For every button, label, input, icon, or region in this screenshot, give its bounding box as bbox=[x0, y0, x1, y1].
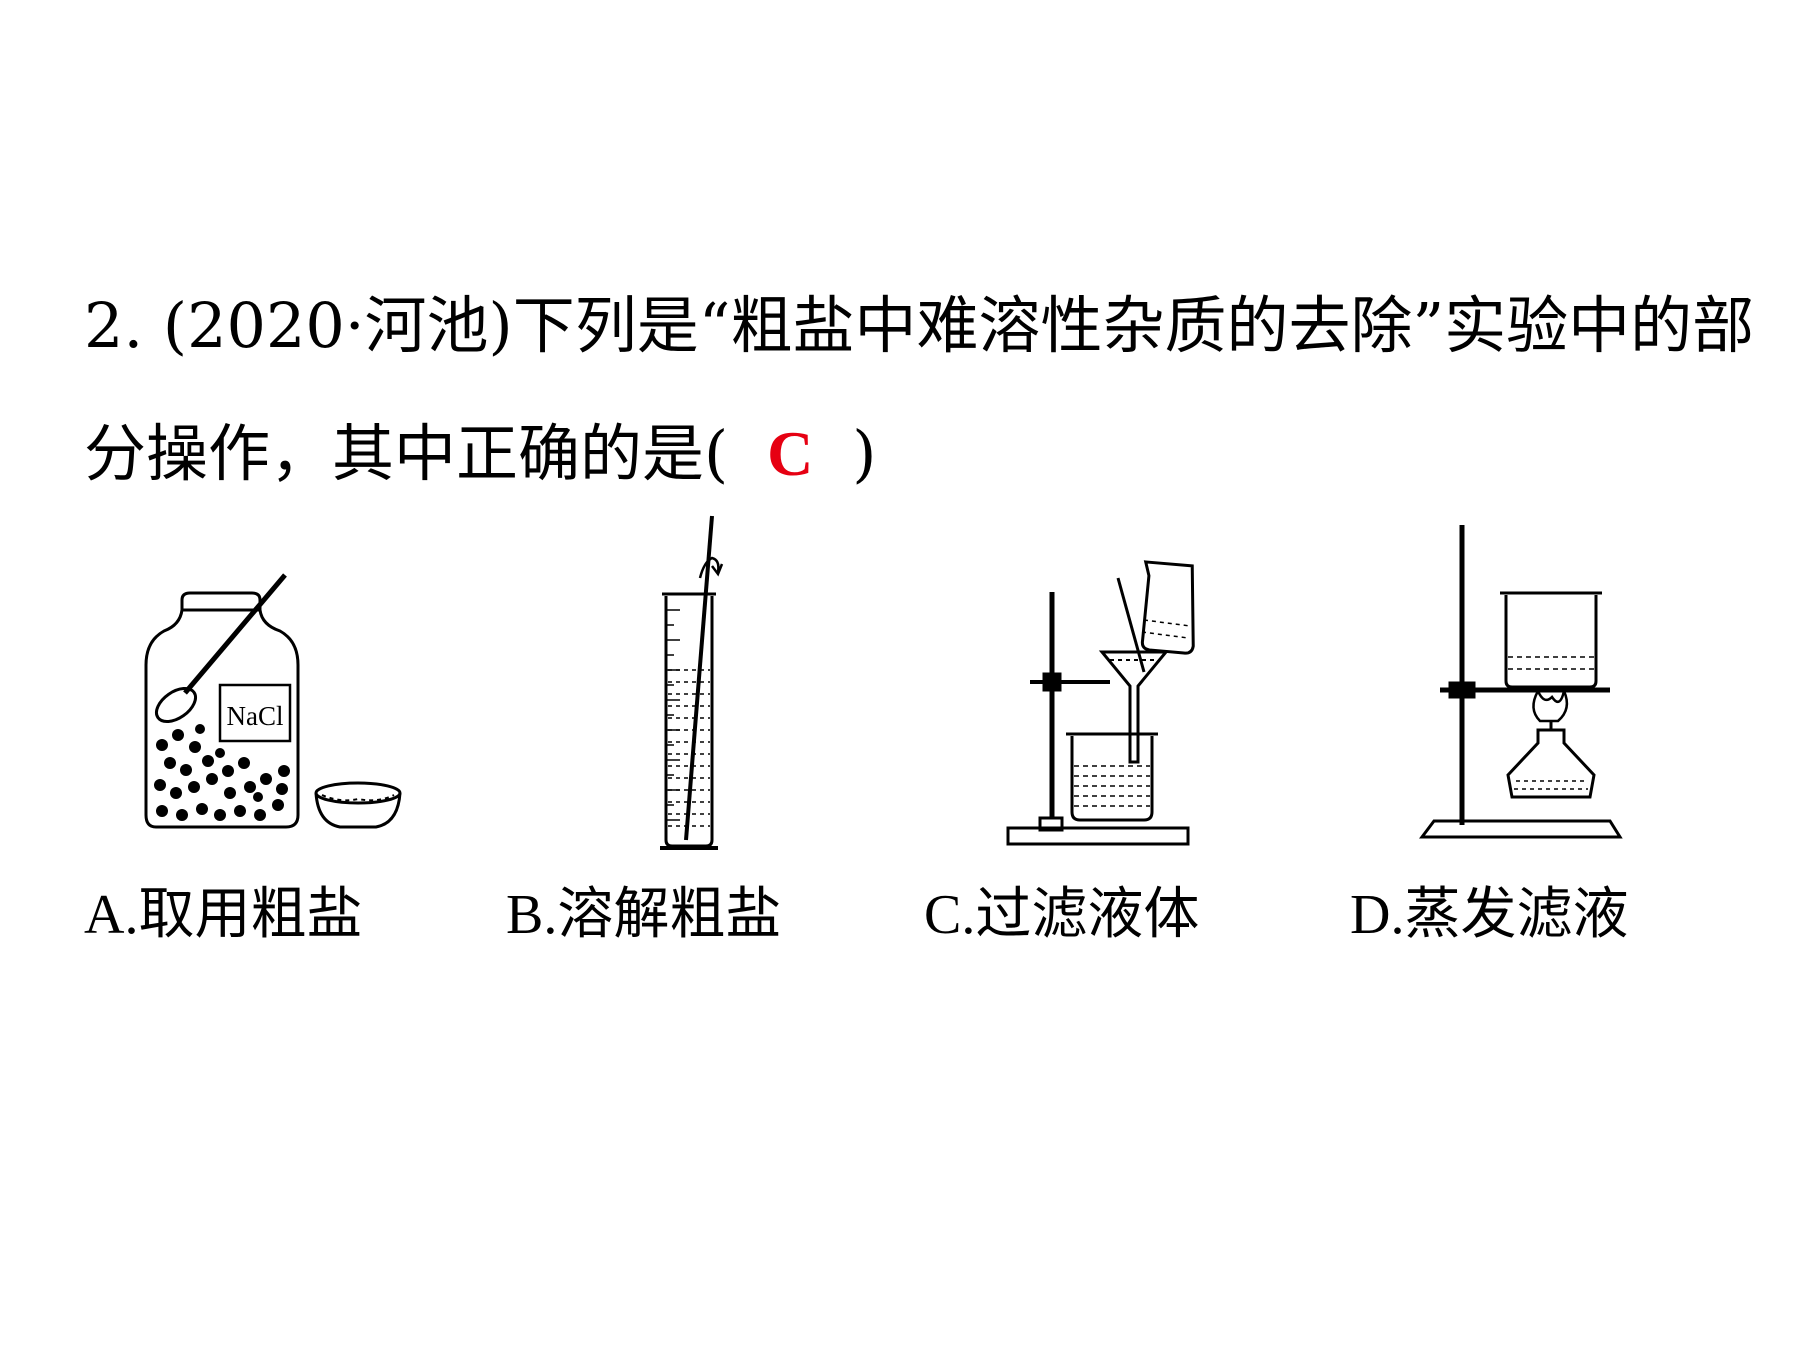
lamp-liquid bbox=[1514, 780, 1588, 790]
option-d-letter: D. bbox=[1350, 884, 1405, 946]
stand-base bbox=[1419, 819, 1623, 839]
option-b-caption: B.溶解粗盐 bbox=[506, 880, 781, 950]
jar-body bbox=[144, 591, 300, 829]
option-b-text: 溶解粗盐 bbox=[557, 882, 782, 947]
figure-a-take-salt: NaCl bbox=[140, 565, 420, 845]
figure-d-evaporate-filtrate bbox=[1419, 525, 1640, 845]
option-d-text: 蒸发滤液 bbox=[1404, 882, 1629, 947]
evaporation-illustration bbox=[1419, 525, 1623, 839]
funnel bbox=[1098, 650, 1170, 764]
question-text: 下列是“粗盐中难溶性杂质的去除”实验中的部分操作，其中正确的是( bbox=[84, 289, 1755, 490]
alcohol-lamp bbox=[1506, 728, 1596, 799]
receiving-beaker bbox=[1070, 736, 1154, 822]
question-stem: 2. (2020·河池)下列是“粗盐中难溶性杂质的去除”实验中的部分操作，其中正… bbox=[84, 262, 1764, 518]
beaker bbox=[1504, 595, 1598, 689]
option-c-letter: C. bbox=[924, 884, 976, 946]
figure-c-filter-liquid bbox=[1000, 560, 1200, 860]
stirring-rod bbox=[684, 515, 714, 841]
salt-grains bbox=[154, 724, 290, 821]
beaker-liquid bbox=[1508, 656, 1594, 670]
figure-b-dissolve-salt bbox=[640, 510, 760, 850]
option-a-letter: A. bbox=[84, 884, 139, 946]
jar-label-box bbox=[218, 683, 292, 743]
question-number: 2. bbox=[84, 289, 144, 362]
liquid-level bbox=[668, 669, 710, 827]
filtration-illustration bbox=[1006, 560, 1195, 846]
option-d-caption: D.蒸发滤液 bbox=[1350, 880, 1628, 950]
graduation-marks bbox=[666, 609, 680, 821]
question-close-paren: ) bbox=[852, 417, 877, 490]
stir-arrow bbox=[698, 556, 720, 579]
glass-rod bbox=[1116, 577, 1146, 673]
option-c-text: 过滤液体 bbox=[975, 882, 1200, 947]
question-source: (2020·河池) bbox=[162, 289, 513, 362]
spoon-bowl bbox=[154, 686, 198, 724]
evaporating-dish bbox=[314, 781, 402, 829]
pouring-beaker bbox=[1140, 560, 1195, 655]
option-a-text: 取用粗盐 bbox=[138, 882, 363, 947]
answer-letter: C bbox=[767, 418, 814, 489]
receiving-liquid bbox=[1074, 765, 1150, 807]
option-b-letter: B. bbox=[506, 884, 558, 946]
jar-label: NaCl bbox=[227, 701, 284, 731]
option-c-caption: C.过滤液体 bbox=[924, 880, 1199, 950]
salt-jar-illustration: NaCl bbox=[144, 573, 402, 829]
beaker-liquid bbox=[1141, 619, 1191, 639]
measuring-cylinder-illustration bbox=[660, 515, 724, 850]
stand-base bbox=[1006, 826, 1190, 846]
spoon-handle bbox=[183, 573, 287, 695]
flame bbox=[1532, 687, 1569, 723]
option-a-caption: A.取用粗盐 bbox=[84, 880, 362, 950]
